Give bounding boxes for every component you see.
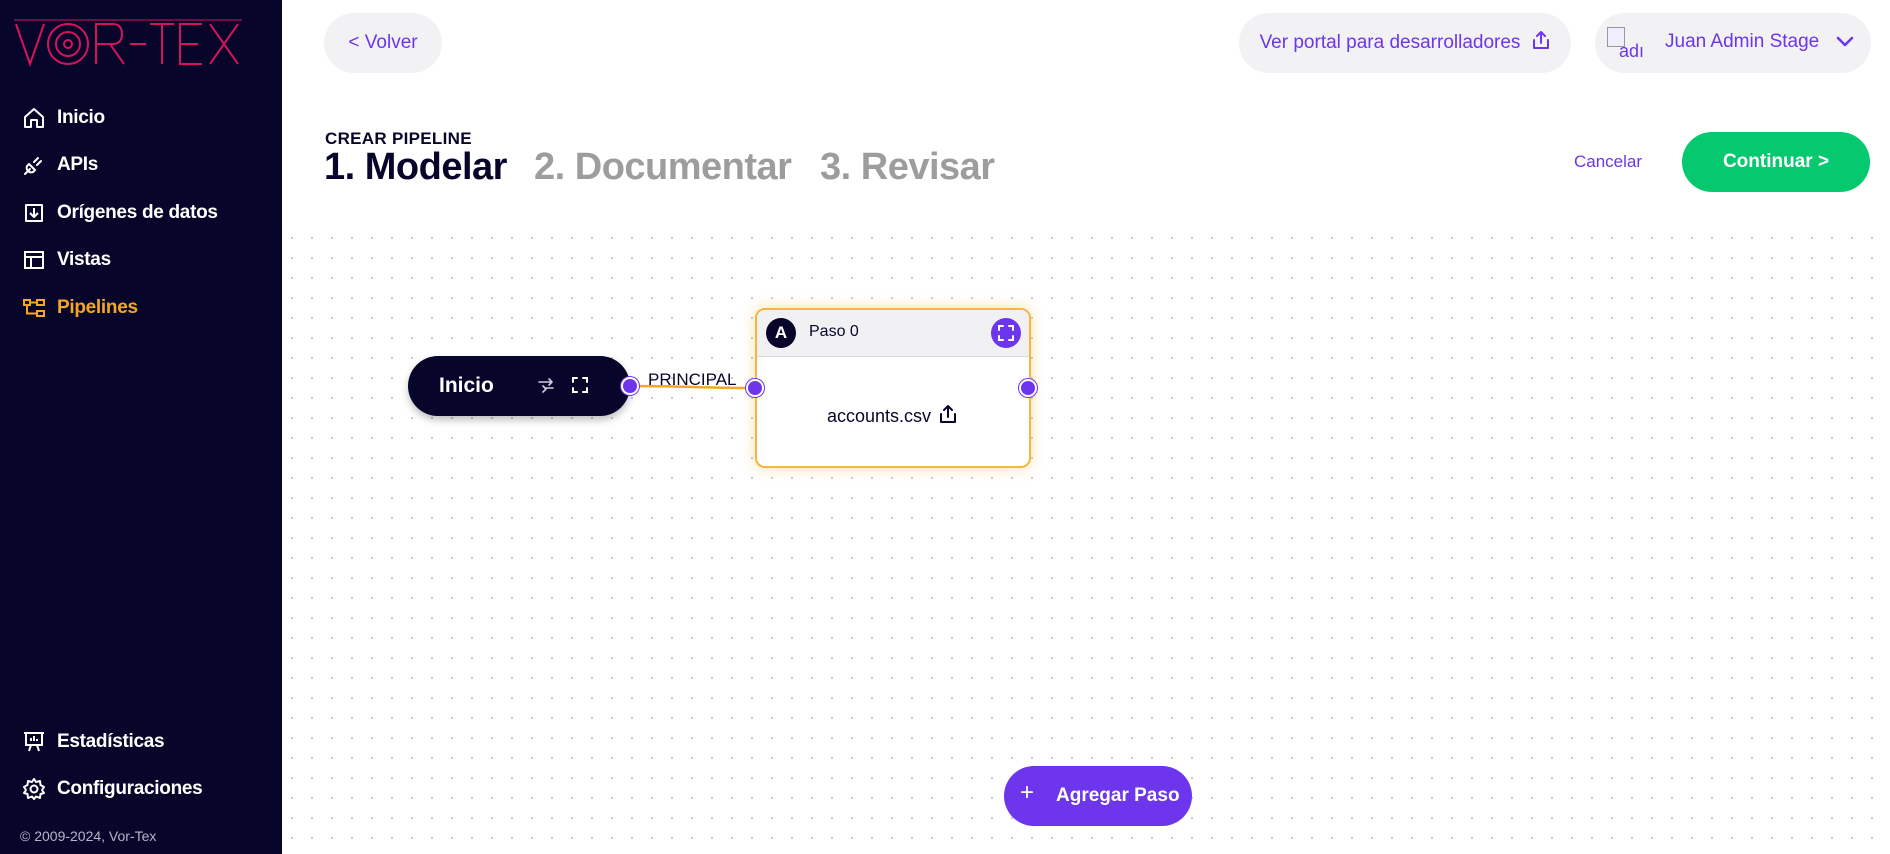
vortex-logo[interactable] <box>12 16 264 72</box>
chevron-down-icon <box>1835 33 1855 55</box>
file-name: accounts.csv <box>827 406 932 426</box>
pipeline-canvas[interactable]: Inicio PRINCIPAL A Paso 0 accounts.csv +… <box>282 228 1890 854</box>
step-badge: A <box>766 318 796 348</box>
table-icon <box>20 246 48 274</box>
expand-icon[interactable] <box>570 375 590 400</box>
sidebar-item-estadisticas[interactable]: Estadísticas <box>0 722 282 762</box>
broken-image-icon <box>1607 27 1625 47</box>
edge-connection <box>629 384 753 390</box>
start-node[interactable]: Inicio <box>408 356 630 416</box>
step-modelar[interactable]: 1. Modelar <box>324 146 507 188</box>
sidebar-item-inicio[interactable]: Inicio <box>0 98 282 138</box>
breadcrumb: CREAR PIPELINE <box>325 129 472 148</box>
avatar: adı <box>1605 23 1647 65</box>
developer-portal-button[interactable]: Ver portal para desarrolladores <box>1239 13 1571 73</box>
share-icon <box>1532 30 1550 56</box>
home-icon <box>20 104 48 132</box>
sidebar-item-apis[interactable]: APIs <box>0 145 282 185</box>
start-output-port[interactable] <box>621 377 639 395</box>
developer-portal-label: Ver portal para desarrolladores <box>1259 32 1521 53</box>
expand-icon[interactable] <box>991 318 1021 348</box>
step-node-header: A Paso 0 <box>757 310 1029 357</box>
user-menu-button[interactable]: adı Juan Admin Stage <box>1595 13 1871 73</box>
presentation-chart-icon <box>20 728 48 756</box>
step-documentar[interactable]: 2. Documentar <box>534 146 792 188</box>
avatar-alt-text: adı <box>1619 41 1645 61</box>
continue-button[interactable]: Continuar > <box>1682 132 1870 192</box>
sidebar-item-label: Configuraciones <box>57 778 203 799</box>
edge-label: PRINCIPAL <box>648 370 737 389</box>
step-revisar[interactable]: 3. Revisar <box>820 146 995 188</box>
pipeline-icon <box>20 294 48 322</box>
gear-icon <box>20 775 48 803</box>
sidebar-item-label: APIs <box>57 154 99 175</box>
add-step-label: Agregar Paso <box>1056 785 1180 806</box>
copyright: © 2009-2024, Vor-Tex <box>20 828 157 844</box>
sidebar-item-label: Orígenes de datos <box>57 202 218 223</box>
sidebar-item-origenes[interactable]: Orígenes de datos <box>0 193 282 233</box>
sidebar-item-label: Pipelines <box>57 297 138 318</box>
start-node-label: Inicio <box>439 374 494 397</box>
plug-icon <box>20 151 48 179</box>
step-input-port[interactable] <box>746 379 764 397</box>
sidebar-item-configuraciones[interactable]: Configuraciones <box>0 769 282 809</box>
step-node-title: Paso 0 <box>809 323 859 340</box>
sidebar-item-pipelines[interactable]: Pipelines <box>0 288 282 328</box>
add-step-button[interactable]: + Agregar Paso <box>1004 766 1192 826</box>
swap-icon[interactable] <box>536 375 556 400</box>
user-name: Juan Admin Stage <box>1665 31 1820 52</box>
download-icon <box>20 199 48 227</box>
sidebar-item-label: Inicio <box>57 107 105 128</box>
sidebar: Inicio APIs Orígenes de datos Vistas Pip… <box>0 0 282 854</box>
step-output-port[interactable] <box>1019 379 1037 397</box>
step-node-file: accounts.csv <box>827 404 957 429</box>
page-header: < Volver Ver portal para desarrolladores… <box>282 0 1890 228</box>
step-node[interactable]: A Paso 0 accounts.csv <box>755 308 1031 468</box>
plus-icon: + <box>1020 779 1035 806</box>
cancel-button[interactable]: Cancelar <box>1574 152 1643 171</box>
sidebar-item-label: Estadísticas <box>57 731 165 752</box>
share-icon[interactable] <box>939 404 957 429</box>
back-button[interactable]: < Volver <box>324 13 442 73</box>
sidebar-item-label: Vistas <box>57 249 111 270</box>
sidebar-item-vistas[interactable]: Vistas <box>0 240 282 280</box>
